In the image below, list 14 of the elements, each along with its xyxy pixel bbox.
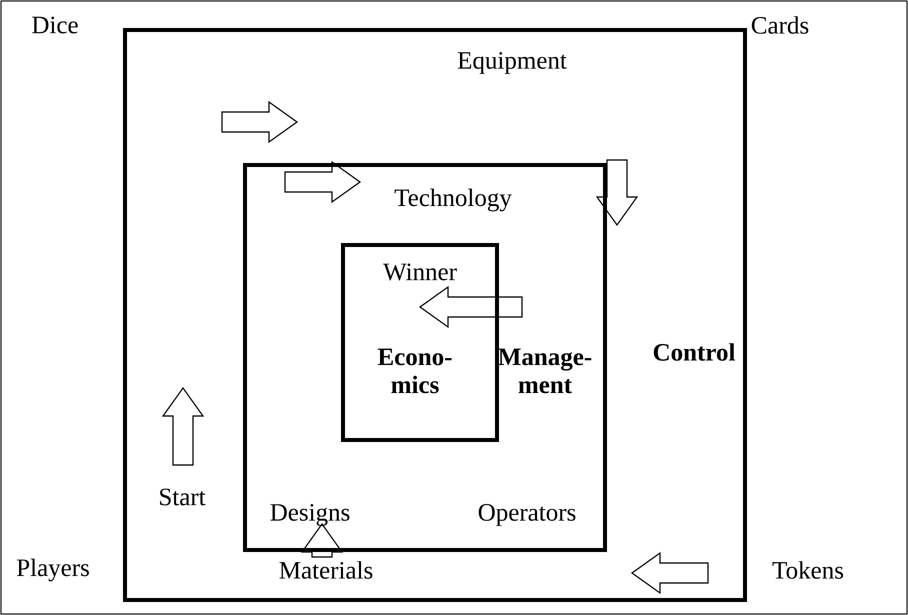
corner-label: Dice [32, 16, 78, 34]
box-label: Technology [394, 188, 512, 212]
corner-label: Players [16, 558, 89, 582]
box-label: Start [160, 488, 206, 506]
box-label: Control [654, 343, 736, 361]
box-label: Operators [478, 504, 576, 526]
box-label: Econo- mics [378, 348, 452, 394]
box-label: Materials [280, 561, 372, 579]
corner-label: Cards [752, 16, 808, 34]
box-label: Manage- ment [498, 348, 592, 394]
corner-label: Tokens [772, 561, 844, 579]
box-label: Equipment [458, 52, 567, 74]
box-label: Designs [270, 504, 350, 526]
box-label: Winner [383, 264, 457, 280]
